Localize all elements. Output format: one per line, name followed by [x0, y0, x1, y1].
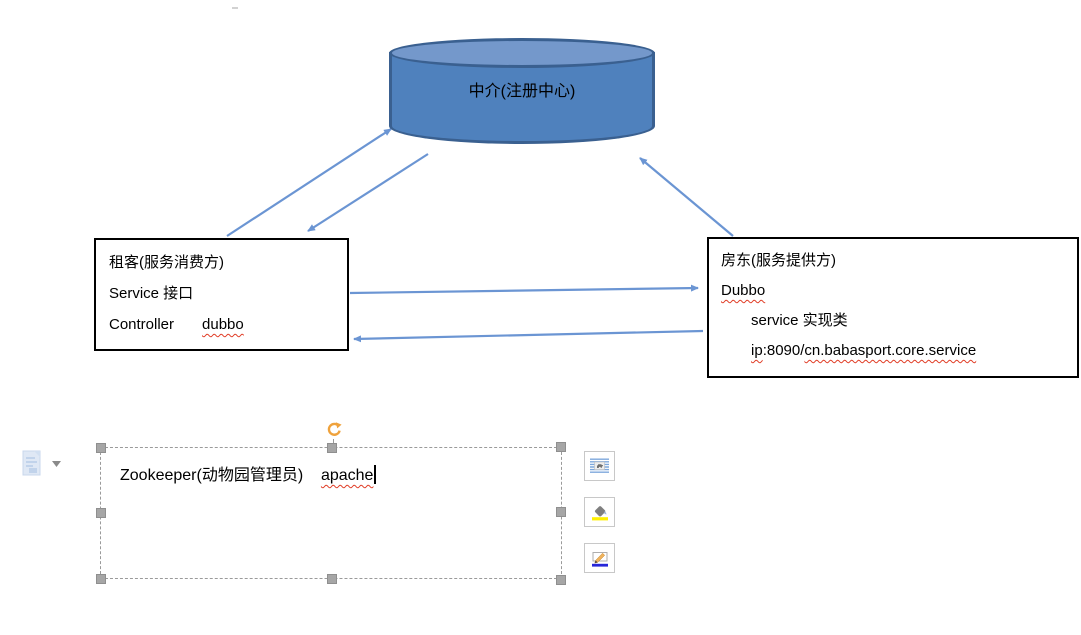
provider-line-2: Dubbo [721, 276, 1077, 306]
consumer-line-1: 租客(服务消费方) [109, 254, 224, 271]
resize-handle-bottom-right[interactable] [556, 575, 566, 585]
rotate-icon [327, 422, 342, 436]
tab-space [303, 467, 321, 484]
provider-line-4: ip:8090/cn.babasport.core.service [721, 336, 1077, 366]
arrow-provider-to-consumer[interactable] [353, 329, 704, 343]
zookeeper-textbox[interactable]: Zookeeper(动物园管理员) apache [96, 422, 566, 585]
paste-options-button[interactable] [20, 448, 68, 480]
provider-line-3: service 实现类 [751, 312, 848, 329]
stray-mark [232, 7, 238, 9]
arrow-provider-to-registry[interactable] [639, 157, 734, 237]
apache-text: apache [320, 467, 374, 484]
arrow-registry-to-consumer[interactable] [307, 153, 429, 232]
provider-line-1: 房东(服务提供方) [721, 252, 836, 269]
zookeeper-text: Zookeeper(动物园管理员) [120, 467, 304, 484]
consumer-line-2: Service 接口 [109, 285, 194, 302]
consumer-box[interactable]: 租客(服务消费方) Service 接口 Controller dubbo [94, 238, 349, 351]
registry-label: 中介(注册中心) [468, 83, 576, 100]
rotate-handle[interactable] [326, 422, 342, 438]
rotate-handle-stem [333, 439, 334, 444]
resize-handle-top-middle[interactable] [327, 443, 337, 453]
shape-fill-button[interactable] [584, 497, 615, 527]
port-text: :8090/ [762, 342, 805, 359]
consumer-line-3: Controller dubbo [109, 309, 347, 340]
tab-space [174, 309, 202, 340]
dubbo-title: Dubbo [721, 282, 766, 299]
arrow-consumer-to-provider[interactable] [349, 284, 699, 295]
resize-handle-middle-right[interactable] [556, 507, 566, 517]
resize-handle-top-right[interactable] [556, 442, 566, 452]
resize-handle-bottom-left[interactable] [96, 574, 106, 584]
provider-box[interactable]: 房东(服务提供方) Dubbo service 实现类 ip:8090/cn.b… [707, 237, 1079, 378]
chevron-down-icon [52, 461, 61, 467]
controller-label: Controller [109, 316, 175, 333]
shape-fill-icon [591, 506, 608, 521]
ip-text: ip [751, 342, 763, 359]
resize-handle-top-left[interactable] [96, 443, 106, 453]
shape-outline-icon [591, 552, 608, 567]
paste-options-icon [22, 450, 41, 476]
arrow-consumer-to-registry[interactable] [226, 128, 392, 237]
text-cursor [374, 465, 377, 484]
layout-options-button[interactable] [584, 451, 615, 481]
zookeeper-textbox-text[interactable]: Zookeeper(动物园管理员) apache [120, 461, 377, 485]
dubbo-label: dubbo [202, 316, 244, 333]
shape-outline-button[interactable] [584, 543, 615, 573]
service-path-text: cn.babasport.core.service [804, 342, 977, 359]
layout-options-icon [590, 458, 609, 473]
registry-cylinder-top[interactable] [389, 38, 655, 68]
resize-handle-middle-left[interactable] [96, 508, 106, 518]
resize-handle-bottom-middle[interactable] [327, 574, 337, 584]
